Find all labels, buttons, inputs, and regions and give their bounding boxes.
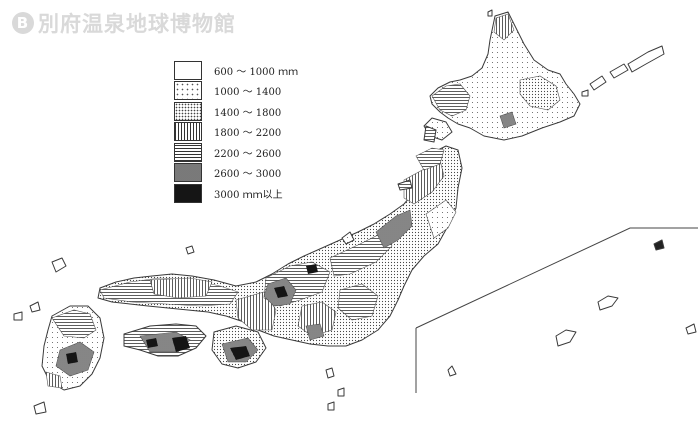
legend-swatch-dense-dots <box>174 101 202 121</box>
legend-item: 2600 ～ 3000 <box>174 163 298 184</box>
legend-label: 2600 ～ 3000 <box>214 169 282 181</box>
legend-label: 1800 ～ 2200 <box>214 128 282 140</box>
legend-item: 600 ～ 1000 ｍｍ <box>174 60 298 81</box>
legend-label: 3000 ｍｍ以上 <box>214 189 283 201</box>
legend-item: 2200 ～ 2600 <box>174 142 298 163</box>
legend-item: 1000 ～ 1400 <box>174 81 298 102</box>
legend-swatch-vertical-lines <box>174 122 202 142</box>
legend-item: 3000 ｍｍ以上 <box>174 183 298 204</box>
legend-label: 2200 ～ 2600 <box>214 148 282 160</box>
museum-watermark: B 別府温泉地球博物館 <box>12 8 236 38</box>
legend-label: 600 ～ 1000 ｍｍ <box>214 66 299 78</box>
inset-border-line <box>415 227 698 329</box>
honshu <box>97 145 463 347</box>
small-islands <box>13 239 697 415</box>
kyushu <box>41 305 105 391</box>
legend-swatch-horizontal-lines <box>174 142 202 162</box>
museum-watermark-text: 別府温泉地球博物館 <box>38 12 236 36</box>
legend-label: 1000 ～ 1400 <box>214 87 282 99</box>
museum-logo-icon: B <box>12 12 34 34</box>
legend-swatch-dark-stipple <box>174 163 202 183</box>
legend-label: 1400 ～ 1800 <box>214 107 282 119</box>
legend-swatch-solid <box>174 183 202 203</box>
kuril-islands <box>487 9 665 97</box>
precipitation-legend: 600 ～ 1000 ｍｍ 1000 ～ 1400 1400 ～ 1800 18… <box>174 60 298 204</box>
legend-item: 1400 ～ 1800 <box>174 101 298 122</box>
hokkaido <box>423 11 581 143</box>
legend-item: 1800 ～ 2200 <box>174 122 298 143</box>
shikoku <box>123 323 207 357</box>
kii-peninsula <box>211 325 267 369</box>
legend-swatch-blank <box>174 60 202 80</box>
legend-swatch-fine-dots <box>174 81 202 101</box>
